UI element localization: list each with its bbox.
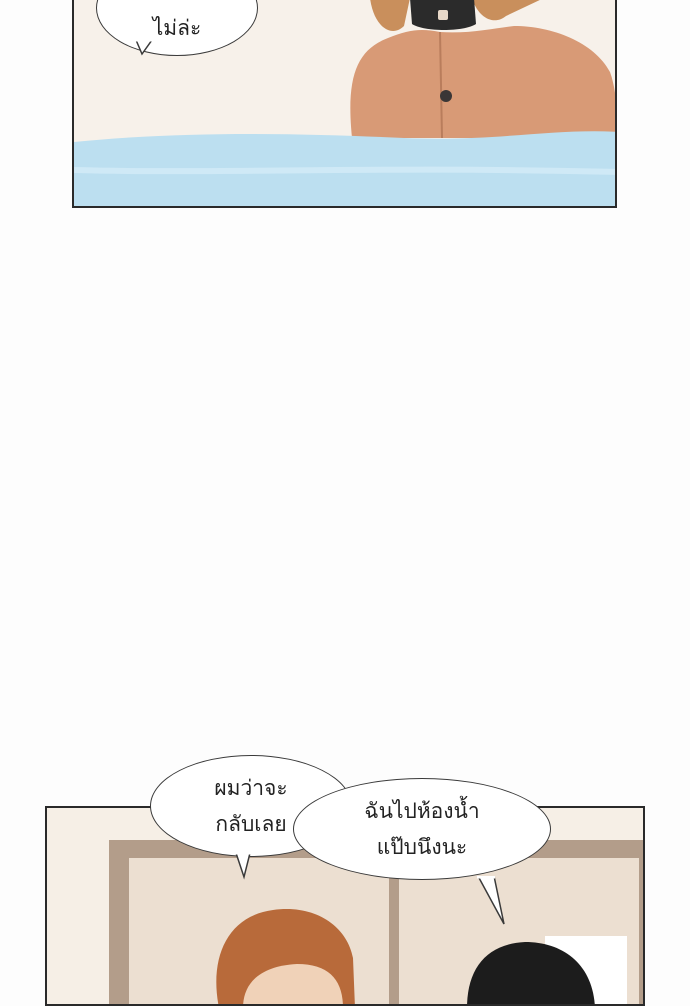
comic-panel-top (72, 0, 617, 208)
orange-coat (350, 26, 615, 138)
character-left-face (243, 964, 343, 1004)
collar-tag (438, 10, 448, 20)
coat-seam (439, 31, 443, 139)
speech-text-line: กลับเลย (215, 812, 287, 836)
speech-bubble-right: ฉันไปห้องน้ำ แป๊บนึงนะ (293, 778, 551, 880)
hair-right (472, 0, 540, 21)
character-right-hair (467, 942, 595, 1004)
speech-bubble-top-tail (135, 40, 153, 56)
speech-bubble-left-tail (235, 853, 251, 880)
water-ripple (74, 166, 615, 175)
speech-text-line: ไม่ล่ะ (152, 16, 202, 40)
coat-button (440, 90, 452, 102)
hair-left (370, 0, 410, 31)
speech-text-line: ผมว่าจะ (214, 776, 288, 800)
speech-text-line: ฉันไปห้องน้ำ (364, 799, 480, 823)
speech-text-line: แป๊บนึงนะ (376, 835, 468, 859)
speech-bubble-right-tail (477, 876, 505, 925)
